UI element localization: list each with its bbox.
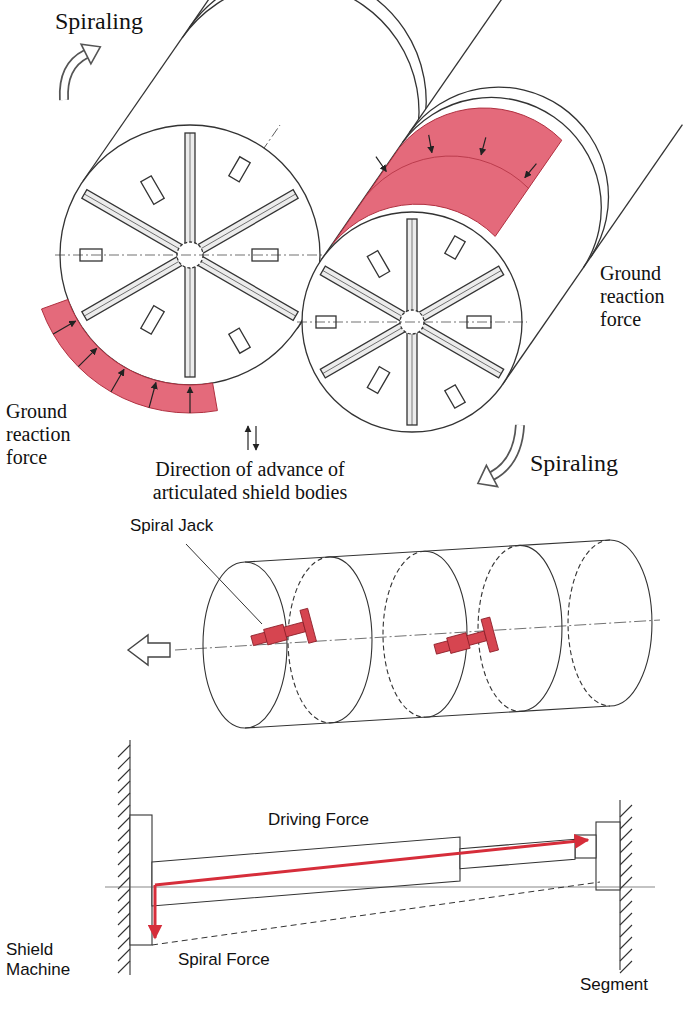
motion-label: Spiraling — [55, 8, 143, 36]
force-label: Ground reaction force — [600, 262, 680, 331]
advance-arrows — [248, 426, 256, 450]
part-label: Segment — [580, 975, 648, 995]
force-label: Driving Force — [268, 810, 369, 830]
right-cutter-face — [297, 212, 527, 432]
reference-line — [105, 887, 655, 888]
shield-machine-wall — [118, 740, 152, 975]
force-arrows — [155, 840, 588, 938]
force-label: Ground reaction force — [6, 400, 101, 469]
direction-label: Direction of advance of articulated shie… — [120, 458, 380, 504]
spiraling-arrow — [64, 44, 100, 100]
spiral-jack-symbol — [248, 608, 499, 665]
force-label: Spiral Force — [178, 950, 270, 970]
segment-wall — [575, 800, 632, 973]
ground-reaction-band — [42, 300, 218, 414]
part-label: Spiral Jack — [130, 516, 213, 536]
leader-line — [186, 544, 262, 624]
advance-arrow — [128, 635, 170, 665]
articulated-shield-outline — [175, 540, 660, 728]
part-label: Shield Machine — [6, 940, 86, 979]
dashed-line — [152, 882, 600, 945]
spiraling-arrow — [478, 425, 520, 487]
motion-label: Spiraling — [530, 450, 618, 478]
